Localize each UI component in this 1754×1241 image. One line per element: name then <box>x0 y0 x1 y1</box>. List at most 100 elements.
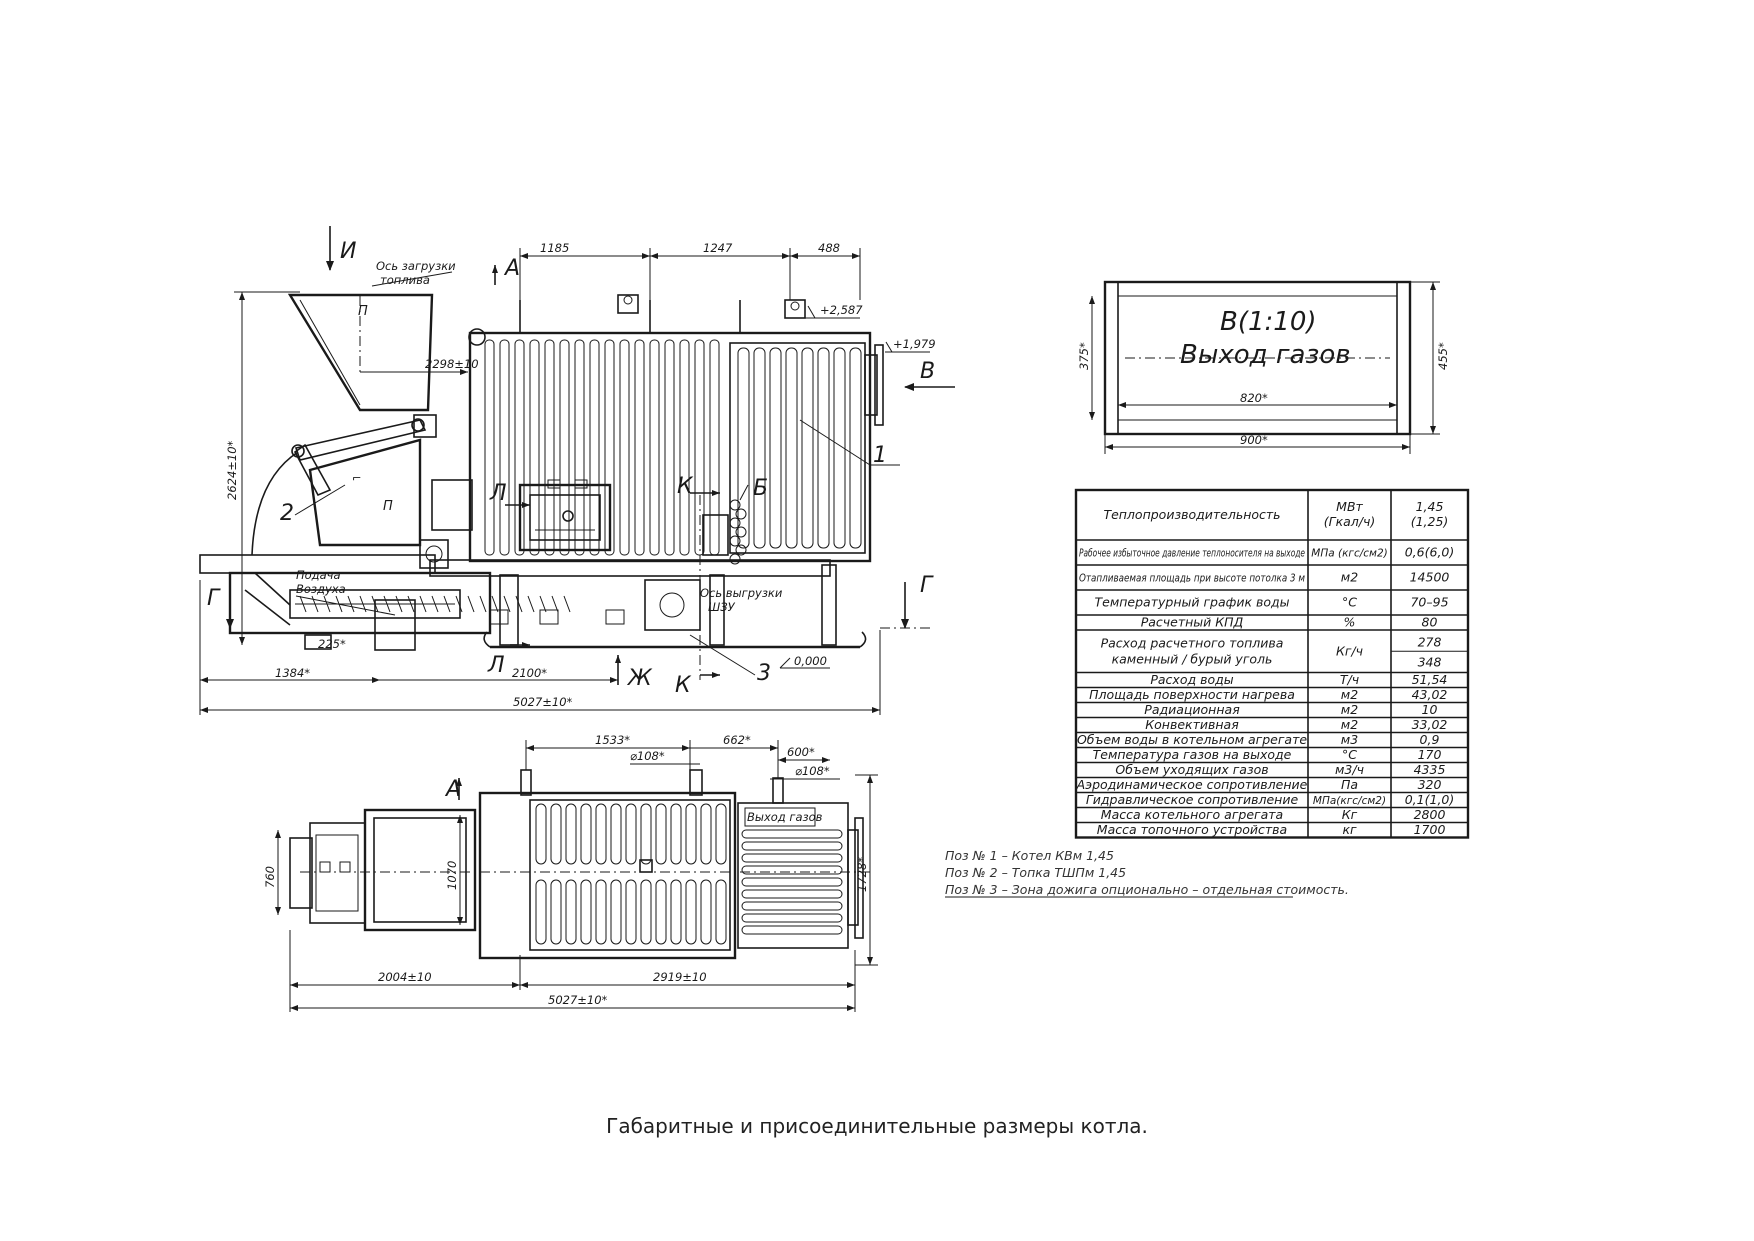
elev-1979: +1,979 <box>893 337 936 351</box>
spec-param: Аэродинамическое сопротивление <box>1076 777 1308 792</box>
fuel-hopper: П <box>287 293 434 412</box>
spec-value: 43,02 <box>1412 687 1448 702</box>
spec-row: Объем уходящих газов м3/ч 4335 <box>1076 761 1468 777</box>
dim-1384: 1384* <box>275 666 310 680</box>
section-mark-v: В <box>920 359 935 384</box>
axis-load-label-1: Ось загрузки <box>376 259 456 273</box>
spec-unit: МВт(Гкал/ч) <box>1324 499 1376 529</box>
spec-row: Расчетный КПД%80 <box>1076 614 1468 630</box>
spec-param: Отапливаемая площадь при высоте потолка … <box>1079 573 1305 585</box>
spec-value: 10 <box>1422 702 1438 717</box>
spec-value: 70–95 <box>1410 595 1448 610</box>
section-mark-l-bottom: Л <box>487 653 505 678</box>
elev-2587: +2,587 <box>820 303 863 317</box>
spec-unit: кг <box>1342 822 1357 837</box>
unload-label-1: Ось выгрузки <box>700 586 783 600</box>
spec-param: Расход воды <box>1150 672 1233 687</box>
spec-row: Аэродинамическое сопротивление Па 320 <box>1076 776 1468 792</box>
plan-dim-108b: ⌀108* <box>795 764 830 778</box>
spec-unit: м2 <box>1341 570 1358 585</box>
spec-row: Площадь поверхности нагрева м2 43,02 <box>1076 686 1468 702</box>
spec-param: Расчетный КПД <box>1141 615 1244 630</box>
spec-unit: Кг/ч <box>1336 643 1363 658</box>
spec-param: Конвективная <box>1145 717 1239 732</box>
spec-param: Температура газов на выходе <box>1093 747 1292 762</box>
note-3: Поз № 3 – Зона дожига опционально – отде… <box>945 882 1349 897</box>
spec-row: Отапливаемая площадь при высоте потолка … <box>1076 564 1468 585</box>
spec-value: 33,02 <box>1412 717 1448 732</box>
spec-unit: Па <box>1341 777 1358 792</box>
dim-5027-side: 5027±10* <box>513 695 573 709</box>
spec-value: 170 <box>1418 747 1442 762</box>
spec-param: Объем воды в котельном агрегате <box>1077 732 1307 747</box>
air-label-1: Подача <box>296 568 341 582</box>
spec-unit: °С <box>1342 747 1357 762</box>
section-mark-g-right: Г <box>920 573 934 598</box>
spec-value: 320 <box>1418 777 1442 792</box>
spec-unit: МПа(кгс/см2) <box>1313 795 1386 807</box>
plan-dim-2919: 2919±10 <box>653 970 707 984</box>
spec-param: Масса топочного устройства <box>1097 822 1287 837</box>
spec-param: Рабочее избыточное давление теплоносител… <box>1079 548 1305 560</box>
section-mark-a: А <box>503 256 520 281</box>
position-1-label: 1 <box>873 443 887 468</box>
spec-param: Площадь поверхности нагрева <box>1089 687 1295 702</box>
flange-view: В(1:10) Выход газов 820* 900* 375* 455* <box>1077 280 1450 454</box>
flange-dim-455: 455* <box>1436 342 1450 370</box>
spec-row: Рабочее избыточное давление теплоносител… <box>1076 539 1468 560</box>
boiler-body: Л К Б <box>468 294 884 565</box>
position-2-label: 2 <box>280 501 294 526</box>
section-mark-i: И <box>340 239 356 264</box>
spec-unit: Т/ч <box>1340 672 1359 687</box>
dim-1185: 1185 <box>540 241 569 255</box>
plan-view: А Выход газов 1533* 662* 600* <box>263 733 878 1012</box>
dim-2298: 2298±10 <box>425 357 479 371</box>
spec-value: 2800 <box>1414 807 1446 822</box>
center-mark: ⌐ <box>352 471 362 485</box>
flange-subtitle: Выход газов <box>1180 340 1351 370</box>
section-mark-b-mid: Б <box>753 476 768 501</box>
spec-param: Объем уходящих газов <box>1115 762 1268 777</box>
spec-value: 80 <box>1422 615 1438 630</box>
spec-param: Масса котельного агрегата <box>1101 807 1283 822</box>
spec-unit: м2 <box>1341 717 1358 732</box>
flange-dim-375: 375* <box>1077 342 1091 370</box>
spec-value: 1,45(1,25) <box>1411 499 1449 529</box>
plan-dim-1728: 1728* <box>855 857 869 892</box>
plan-dim-2004: 2004±10 <box>378 970 432 984</box>
plan-dim-1533: 1533* <box>595 733 630 747</box>
spec-row: Теплопроизводительность МВт(Гкал/ч) 1,45(1… <box>1103 499 1448 529</box>
spec-value: 14500 <box>1410 570 1450 585</box>
spec-value: 278 <box>1418 634 1442 649</box>
position-3-label: 3 <box>757 661 771 686</box>
spec-row: Масса топочного устройства кг 1700 <box>1076 821 1468 837</box>
spec-param: Теплопроизводительность <box>1103 507 1280 522</box>
position-notes: Поз № 1 – Котел КВм 1,45 Поз № 2 – Топка… <box>945 848 1349 898</box>
flange-dim-820: 820* <box>1240 391 1268 405</box>
spec-unit: м3/ч <box>1335 762 1364 777</box>
dim-225: 225* <box>318 637 346 651</box>
spec-value: 1700 <box>1414 822 1446 837</box>
spec-row: Температура газов на выходе °С 170 <box>1076 746 1468 762</box>
unload-label-2: ШЗУ <box>708 600 736 614</box>
section-mark-zh: Ж <box>626 666 653 691</box>
spec-unit: МПа (кгс/см2) <box>1311 548 1387 560</box>
spec-unit: м2 <box>1341 687 1358 702</box>
level-0000: 0,000 <box>794 654 827 668</box>
plan-dim-600: 600* <box>787 745 815 759</box>
air-label-2: Воздуха <box>296 582 346 596</box>
dim-488: 488 <box>818 241 840 255</box>
spec-param: Радиационная <box>1144 702 1240 717</box>
drawing-caption: Габаритные и присоединительные размеры к… <box>606 1114 1148 1138</box>
plan-dim-108a: ⌀108* <box>630 749 665 763</box>
note-2: Поз № 2 – Топка ТШПм 1,45 <box>945 865 1126 880</box>
spec-row: Радиационная м2 10 <box>1076 701 1468 717</box>
dim-2624: 2624±10* <box>225 440 239 500</box>
side-view: И Ось загрузки топлива П П 2 ⌐ 2298±10 2… <box>199 226 955 715</box>
spec-value: 4335 <box>1414 762 1446 777</box>
spec-value: 0,6(6,0) <box>1405 545 1455 560</box>
spec-unit: м2 <box>1341 702 1358 717</box>
